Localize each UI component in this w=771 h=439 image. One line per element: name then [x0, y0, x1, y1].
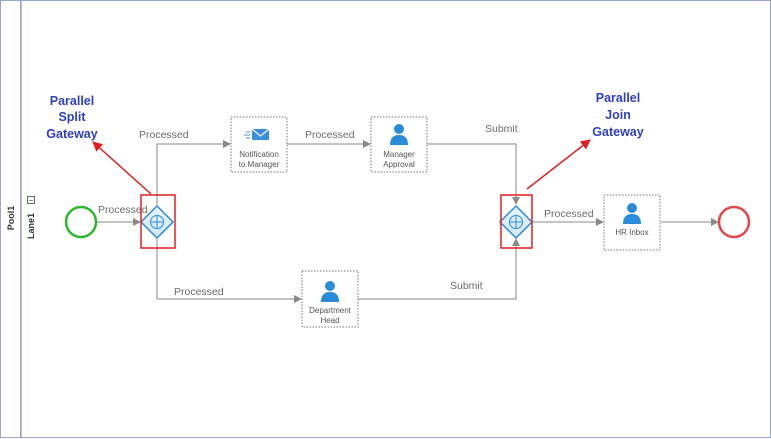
parallel-join-gateway[interactable]	[498, 194, 534, 249]
flow-label-split-to-notification: Processed	[139, 129, 189, 141]
split-annotation-line-1: Parallel	[50, 94, 94, 108]
envelope-icon	[244, 128, 270, 140]
flow-split-to-department[interactable]	[156, 239, 302, 303]
lane-divider	[21, 1, 22, 437]
user-icon	[390, 124, 408, 145]
user-icon	[623, 203, 641, 224]
split-annotation-arrow	[92, 141, 152, 195]
sequence-flows	[96, 140, 719, 303]
flow-label-manager-to-join: Submit	[485, 123, 518, 135]
join-annotation-line-2: Join	[605, 108, 631, 122]
flow-label-notification-to-manager: Processed	[305, 129, 355, 141]
parallel-join-icon	[510, 216, 522, 228]
lane-collapse-button[interactable]: −	[27, 196, 35, 205]
task-department-head[interactable]: Department Head	[301, 270, 359, 328]
split-annotation-line-2: Split	[58, 110, 86, 124]
split-gateway-highlight	[140, 194, 176, 249]
flow-department-to-join[interactable]	[358, 238, 520, 300]
parallel-split-icon	[151, 216, 163, 228]
task-manager-label-2: Approval	[383, 160, 415, 169]
join-annotation: Parallel Join Gateway	[592, 91, 643, 139]
flow-split-to-notification[interactable]	[156, 140, 231, 205]
task-hr-inbox-label: HR Inbox	[615, 228, 648, 237]
flow-label-split-to-department: Processed	[174, 286, 224, 298]
task-notification-to-manager[interactable]: Notification to Manager	[230, 116, 288, 173]
split-annotation: Parallel Split Gateway	[46, 94, 97, 141]
user-icon	[321, 281, 339, 302]
pool-header[interactable]: Pool1	[1, 1, 21, 437]
flow-label-department-to-join: Submit	[450, 280, 483, 292]
start-event[interactable]	[64, 205, 98, 239]
split-annotation-line-3: Gateway	[46, 127, 97, 141]
task-hr-inbox[interactable]: HR Inbox	[603, 194, 661, 251]
join-annotation-arrow	[526, 139, 591, 190]
join-gateway-highlight	[500, 194, 533, 249]
task-manager-approval[interactable]: Manager Approval	[370, 116, 428, 173]
join-annotation-line-1: Parallel	[596, 91, 640, 105]
join-annotation-line-3: Gateway	[592, 125, 643, 139]
end-event[interactable]	[717, 205, 751, 239]
task-department-label-1: Department	[309, 306, 352, 315]
task-department-label-2: Head	[320, 316, 339, 325]
task-notification-label-1: Notification	[239, 150, 279, 159]
task-notification-label-2: to Manager	[239, 160, 280, 169]
parallel-split-gateway[interactable]	[139, 194, 176, 249]
flow-manager-to-join[interactable]	[427, 143, 520, 205]
flow-label-join-to-hr: Processed	[544, 208, 594, 220]
task-manager-label-1: Manager	[383, 150, 415, 159]
flow-label-start-to-split: Processed	[98, 204, 148, 216]
